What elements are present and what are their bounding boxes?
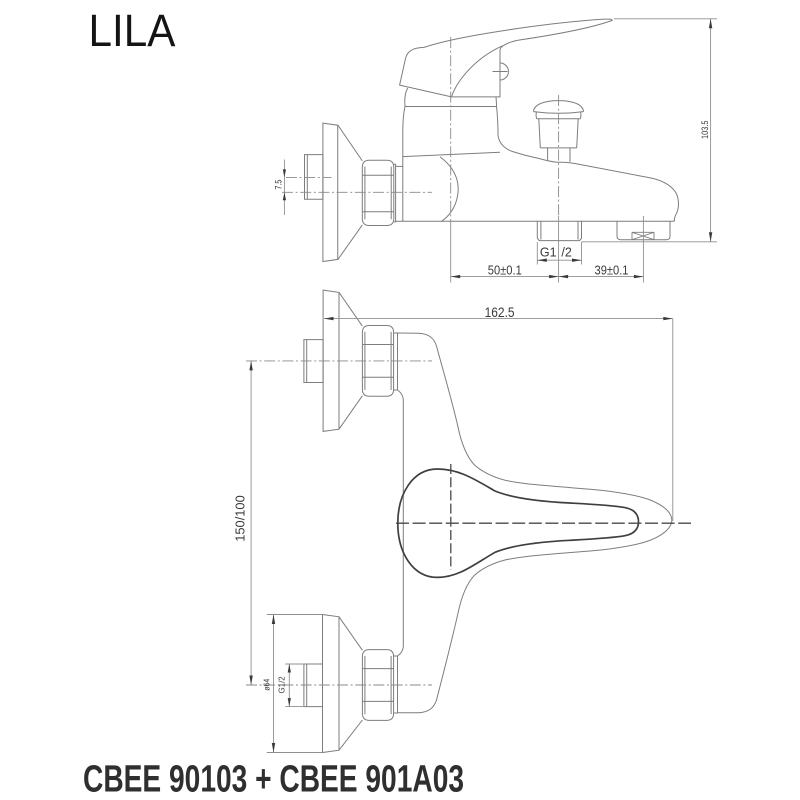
svg-text:ø64: ø64: [262, 678, 272, 690]
svg-text:7.5: 7.5: [274, 180, 285, 190]
svg-text:39±0.1: 39±0.1: [595, 263, 629, 277]
svg-text:G1/2: G1/2: [277, 676, 287, 693]
svg-text:162.5: 162.5: [485, 305, 515, 320]
svg-text:103.5: 103.5: [700, 120, 711, 139]
svg-text:G1: G1: [540, 245, 557, 259]
svg-text:150/100: 150/100: [233, 495, 248, 542]
svg-text:/2: /2: [561, 245, 571, 259]
svg-text:50±0.1: 50±0.1: [488, 263, 522, 277]
svg-text:CBEE 90103 + CBEE 901A03: CBEE 90103 + CBEE 901A03: [83, 759, 464, 800]
svg-text:LILA: LILA: [89, 5, 177, 56]
